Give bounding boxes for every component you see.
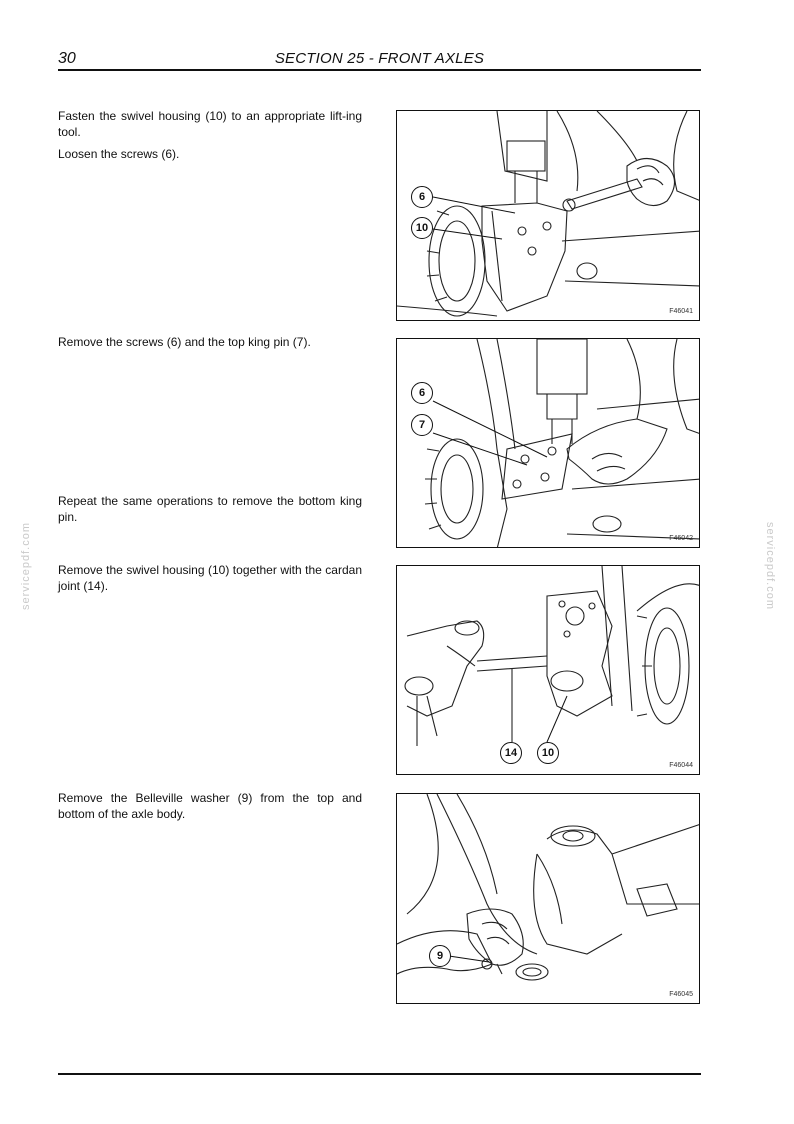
figure-2-callout-6: 6 <box>411 382 433 404</box>
figure-1-code: F46041 <box>669 308 693 315</box>
figure-1-callout-6: 6 <box>411 186 433 208</box>
figure-3-code: F46044 <box>669 762 693 769</box>
header-rule <box>58 69 701 71</box>
watermark-left: servicepdf.com <box>19 522 32 610</box>
step-text-remove-housing: Remove the swivel housing (10) together … <box>58 563 362 593</box>
figure-3: 14 10 F46044 <box>396 565 700 775</box>
figure-4-callout-9: 9 <box>429 945 451 967</box>
figure-3-callout-10: 10 <box>537 742 559 764</box>
figure-1: 6 10 F46041 <box>396 110 700 321</box>
figure-3-callout-14: 14 <box>500 742 522 764</box>
figure-1-drawing <box>397 111 699 317</box>
figure-2-code: F46042 <box>669 535 693 542</box>
step-text-fasten: Fasten the swivel housing (10) to an app… <box>58 109 362 139</box>
figure-4-drawing <box>397 794 699 981</box>
page-number: 30 <box>58 50 76 67</box>
watermark-right: servicepdf.com <box>763 522 776 610</box>
figure-2-drawing <box>424 339 699 547</box>
step-text-remove-screws: Remove the screws (6) and the top king p… <box>58 335 311 349</box>
step-text-loosen: Loosen the screws (6). <box>58 147 180 161</box>
figure-2-callout-7: 7 <box>411 414 433 436</box>
figure-3-drawing <box>404 566 699 746</box>
figure-1-callout-10: 10 <box>411 217 433 239</box>
step-text-remove-washer: Remove the Belleville washer (9) from th… <box>58 791 362 821</box>
section-title: SECTION 25 - FRONT AXLES <box>274 50 485 67</box>
figure-4: 9 F46045 <box>396 793 700 1004</box>
page-header: 30 SECTION 25 - FRONT AXLES <box>58 50 701 70</box>
step-text-repeat: Repeat the same operations to remove the… <box>58 494 362 524</box>
figure-4-code: F46045 <box>669 991 693 998</box>
figure-2: 6 7 F46042 <box>396 338 700 548</box>
footer-rule <box>58 1073 701 1075</box>
